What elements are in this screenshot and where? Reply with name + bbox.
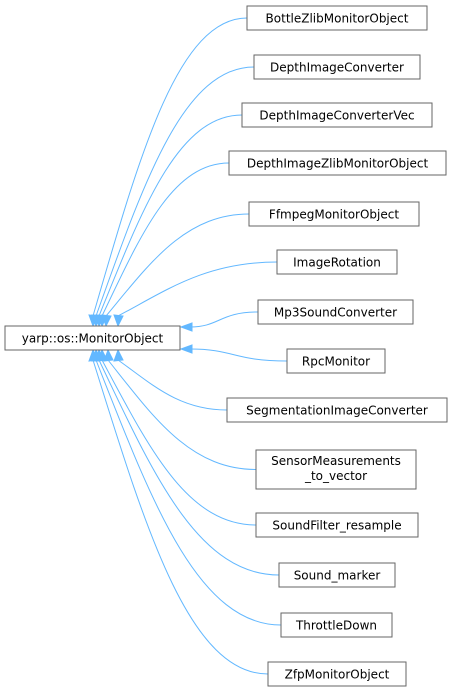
inheritance-edge	[117, 359, 228, 411]
inheritance-edge	[189, 348, 288, 362]
derived-class-label: ThrottleDown	[295, 619, 377, 633]
derived-class-label: ImageRotation	[293, 256, 381, 270]
derived-class-label: ZfpMonitorObject	[285, 668, 390, 682]
derived-class-node[interactable]: RpcMonitor	[286, 348, 386, 374]
derived-class-node[interactable]: SoundFilter_resample	[255, 512, 419, 538]
derived-class-label: Mp3SoundConverter	[274, 306, 397, 320]
derived-class-node[interactable]: SensorMeasurements_to_vector	[255, 449, 417, 490]
inheritance-edge	[107, 359, 257, 470]
inheritance-arrowheads	[88, 314, 193, 362]
derived-class-label: SensorMeasurements	[271, 454, 401, 468]
derived-class-label: RpcMonitor	[302, 355, 370, 369]
inheritance-edge	[98, 114, 243, 317]
derived-class-label: DepthImageConverterVec	[259, 109, 414, 123]
derived-class-label: SegmentationImageConverter	[246, 404, 428, 418]
inheritance-edge	[101, 162, 230, 317]
derived-class-label: BottleZlibMonitorObject	[266, 12, 409, 26]
derived-class-label: _to_vector	[304, 469, 367, 483]
derived-class-node[interactable]: ThrottleDown	[280, 612, 393, 638]
inheritance-edge	[95, 66, 255, 317]
inheritance-arrowhead	[101, 314, 112, 328]
derived-class-node[interactable]: DepthImageZlibMonitorObject	[228, 150, 447, 176]
inheritance-edges	[92, 17, 288, 675]
derived-class-label: Sound_marker	[294, 569, 381, 583]
inheritance-edge	[95, 359, 282, 626]
inheritance-arrowhead	[179, 322, 193, 332]
derived-class-node[interactable]: SegmentationImageConverter	[226, 397, 448, 423]
derived-class-node[interactable]: BottleZlibMonitorObject	[246, 5, 428, 31]
inheritance-edge	[189, 311, 259, 328]
inheritance-edge	[101, 359, 257, 526]
inheritance-edge	[92, 359, 269, 675]
base-class-node[interactable]: yarp::os::MonitorObject	[4, 325, 181, 351]
inheritance-edge	[92, 17, 248, 317]
derived-class-label: DepthImageZlibMonitorObject	[247, 157, 429, 171]
derived-class-node[interactable]: ImageRotation	[276, 249, 398, 275]
derived-class-node[interactable]: Sound_marker	[278, 562, 396, 588]
inheritance-edge	[117, 261, 278, 317]
inheritance-edge	[105, 213, 250, 317]
inheritance-arrowhead	[113, 314, 124, 328]
inheritance-edge	[98, 359, 280, 576]
inheritance-arrowhead	[113, 348, 124, 362]
base-class-label: yarp::os::MonitorObject	[22, 332, 164, 346]
derived-class-label: SoundFilter_resample	[272, 519, 401, 533]
derived-class-node[interactable]: ZfpMonitorObject	[267, 661, 407, 687]
derived-class-label: FfmpegMonitorObject	[269, 208, 399, 222]
derived-class-label: DepthImageConverter	[270, 61, 404, 75]
derived-class-node[interactable]: FfmpegMonitorObject	[248, 201, 420, 227]
derived-class-nodes: BottleZlibMonitorObjectDepthImageConvert…	[226, 5, 448, 687]
derived-class-node[interactable]: DepthImageConverterVec	[241, 102, 433, 128]
inheritance-arrowhead	[88, 348, 99, 362]
derived-class-node[interactable]: DepthImageConverter	[253, 54, 421, 80]
inheritance-arrowhead	[179, 344, 193, 354]
derived-class-node[interactable]: Mp3SoundConverter	[257, 299, 414, 325]
